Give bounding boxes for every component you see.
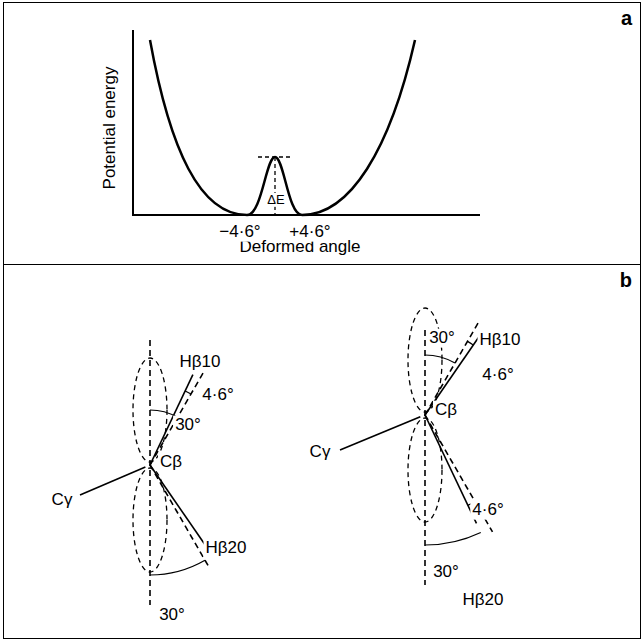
bond <box>80 467 145 495</box>
bond <box>340 417 420 450</box>
atom-label: Hβ10 <box>478 331 523 350</box>
panel-letter: b <box>620 269 632 292</box>
tick-label: −4·6° <box>217 223 262 242</box>
reference-line <box>150 365 208 465</box>
angle-label: 4·6° <box>200 386 235 405</box>
panel-letter: a <box>621 7 632 30</box>
angle-label: 4·6° <box>470 501 505 520</box>
angle-arc <box>150 560 205 575</box>
angle-arc <box>425 532 481 545</box>
tick-label: +4·6° <box>287 223 332 242</box>
bond <box>150 465 207 547</box>
atom-label: Cγ <box>50 491 75 510</box>
bond <box>425 415 476 523</box>
vertical-axis <box>149 340 151 605</box>
potential-curve <box>150 40 415 215</box>
axis-title: Potential energy <box>101 65 120 192</box>
angle-label: 30° <box>427 329 457 348</box>
vertical-axis <box>424 330 426 585</box>
angle-arc <box>468 341 474 345</box>
orbital-lobe <box>408 418 442 522</box>
energy-label: ΔE <box>265 193 286 207</box>
angle-arc <box>185 391 191 394</box>
angle-arc <box>425 355 455 363</box>
atom-label: Hβ20 <box>204 539 249 558</box>
reference-line <box>150 465 210 569</box>
angle-label: 4·6° <box>480 366 515 385</box>
barrier-marker <box>258 157 292 215</box>
atom-label: Hβ20 <box>461 591 506 610</box>
angle-label: 30° <box>157 606 187 625</box>
atom-label: Cβ <box>158 453 184 472</box>
angle-label: 30° <box>431 563 461 582</box>
atom-label: Hβ10 <box>178 353 223 372</box>
plot-axes <box>133 30 480 215</box>
atom-label: Cγ <box>308 443 333 462</box>
angle-label: 30° <box>173 416 203 435</box>
atom-label: Cβ <box>433 401 459 420</box>
